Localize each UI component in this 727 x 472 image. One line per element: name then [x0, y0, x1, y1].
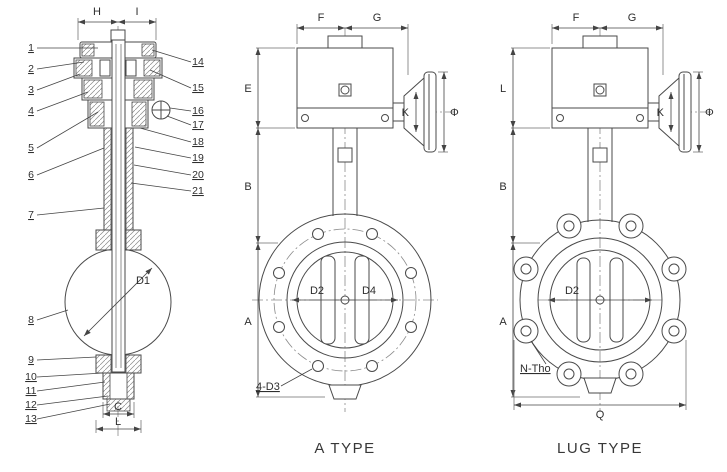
part-number-17: 17	[192, 119, 204, 131]
handwheel: K Φ	[647, 71, 714, 153]
bottom-foot	[583, 377, 617, 394]
dim-d1: D1	[83, 267, 153, 337]
part-number-7: 7	[28, 209, 34, 221]
bottom-foot	[328, 384, 362, 400]
dim-label-4d3: 4-D3	[256, 381, 280, 393]
dim-label-l: L	[115, 416, 121, 428]
part-number-1: 1	[28, 42, 34, 54]
part-number-6: 6	[28, 169, 34, 181]
part-number-19: 19	[192, 152, 204, 164]
dim-q: Q	[513, 340, 687, 421]
top-dimension-h-i: H I	[77, 6, 157, 40]
part-number-15: 15	[192, 82, 204, 94]
dim-f-g: F G	[296, 12, 409, 75]
part-number-21: 21	[192, 185, 204, 197]
part-number-8: 8	[28, 314, 34, 326]
dim-label-d2: D2	[310, 285, 324, 297]
gearbox	[296, 35, 394, 129]
lug-bosses	[513, 213, 687, 387]
dim-4d3: 4-D3	[256, 368, 313, 393]
part-number-12: 12	[25, 399, 37, 411]
neck	[332, 128, 358, 216]
dim-label-phi: Φ	[450, 107, 459, 119]
dim-d2: D2	[548, 285, 652, 303]
part-number-13: 13	[25, 413, 37, 425]
dim-label-a: A	[244, 316, 252, 328]
bolt-circle	[273, 228, 417, 372]
dim-label-f: F	[318, 12, 325, 24]
dim-label-f: F	[573, 12, 580, 24]
dim-label-b: B	[499, 181, 506, 193]
lug-type-view: F G L B A	[499, 12, 714, 457]
dim-d2-d4: D2 D4	[292, 285, 398, 303]
dim-e-b-a: E B A	[244, 47, 325, 398]
part-number-18: 18	[192, 136, 204, 148]
valve-stem	[111, 39, 126, 373]
dim-label-l: L	[500, 83, 506, 95]
part-number-16: 16	[192, 105, 204, 117]
dim-label-g: G	[373, 12, 382, 24]
part-number-2: 2	[28, 63, 34, 75]
bottom-dimension-c-l: C L	[95, 401, 142, 433]
dim-label-ntho: N-Tho	[520, 363, 551, 375]
dim-label-phi: Φ	[705, 107, 714, 119]
bolt-holes	[273, 228, 417, 372]
caption-a-type: A TYPE	[314, 440, 375, 457]
part-number-11: 11	[26, 385, 37, 397]
a-type-view: F G E B A	[244, 12, 459, 457]
gearbox	[551, 35, 649, 129]
dim-label-b: B	[244, 181, 251, 193]
caption-lug-type: LUG TYPE	[557, 440, 643, 457]
neck	[587, 128, 613, 222]
section-view: H I	[25, 6, 204, 438]
part-callouts-right: 14 15 16 17 18 19 20 21	[130, 49, 204, 197]
dim-label-d4: D4	[362, 285, 376, 297]
part-number-9: 9	[28, 354, 34, 366]
threaded-holes	[520, 220, 680, 380]
part-number-4: 4	[28, 105, 34, 117]
dim-ntho: N-Tho	[520, 340, 551, 375]
valve-cross-section	[64, 29, 172, 412]
part-number-20: 20	[192, 169, 204, 181]
dim-label-h: H	[93, 6, 101, 18]
dim-f-g: F G	[551, 12, 664, 75]
dim-label-e: E	[244, 83, 251, 95]
dim-label-d2: D2	[565, 285, 579, 297]
handwheel: K Φ	[392, 71, 459, 153]
dim-label-q: Q	[596, 409, 605, 421]
part-callouts-left: 1 2 3 4 5 6 7 8 9 10 11 12 13	[25, 42, 111, 425]
dim-label-k: K	[402, 107, 410, 119]
dim-label-c: C	[114, 401, 122, 413]
dim-l-b-a: L B A	[499, 47, 580, 398]
part-number-10: 10	[25, 371, 37, 383]
dim-label-k: K	[657, 107, 665, 119]
dim-label-g: G	[628, 12, 637, 24]
part-number-3: 3	[28, 84, 34, 96]
part-number-5: 5	[28, 142, 34, 154]
dim-label-d1: D1	[136, 275, 150, 287]
dim-label-i: I	[135, 6, 138, 18]
part-number-14: 14	[192, 56, 204, 68]
dim-label-a: A	[499, 316, 507, 328]
